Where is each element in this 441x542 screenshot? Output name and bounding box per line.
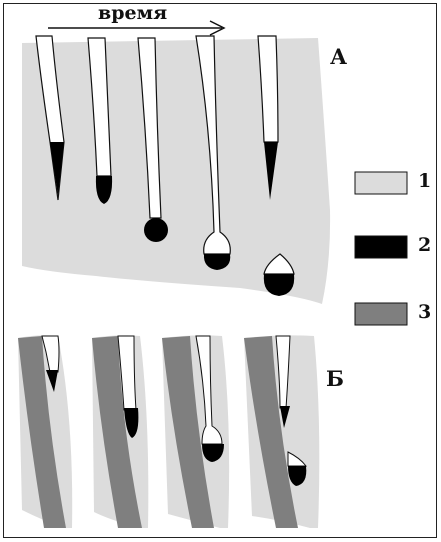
panel-b-column-3 [162, 335, 229, 528]
panel-b-column-2 [92, 335, 148, 528]
legend-swatch-1 [355, 172, 407, 194]
legend [355, 172, 407, 325]
panel-b-column-1 [18, 335, 72, 528]
panel-b-label: Б [326, 368, 344, 389]
legend-number-2: 2 [418, 236, 431, 255]
legend-swatch-2 [355, 236, 407, 258]
panel-b-column-4 [244, 335, 319, 528]
time-label: время [98, 4, 167, 23]
legend-swatch-3 [355, 303, 407, 325]
legend-number-1: 1 [418, 172, 431, 191]
panel-b [18, 335, 319, 528]
legend-number-3: 3 [418, 303, 431, 322]
panel-a [22, 21, 330, 304]
panel-a-label: А [330, 46, 347, 67]
